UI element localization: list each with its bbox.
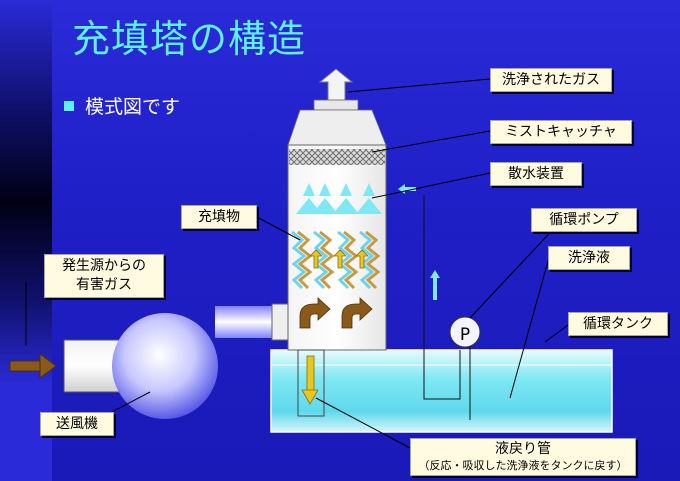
packing-flow-arrows xyxy=(309,249,369,269)
label-circulation-pump: 循環ポンプ xyxy=(531,208,637,232)
packing-material xyxy=(291,230,381,290)
label-sprinkler: 散水装置 xyxy=(490,162,582,186)
label-blower: 送風機 xyxy=(40,412,114,436)
return-pipe xyxy=(297,349,325,417)
label-harmful-gas-line1: 発生源からの xyxy=(62,258,146,274)
label-harmful-gas-line2: 有害ガス xyxy=(76,277,132,293)
subtitle: 模式図です xyxy=(85,96,181,118)
blower-icon xyxy=(112,313,218,419)
label-mist-catcher: ミストキャッチャ xyxy=(490,120,632,144)
pump-symbol: P xyxy=(460,325,470,345)
left-gradient-band xyxy=(0,0,52,481)
exhaust-arrow-icon xyxy=(318,68,354,101)
circulation-tank xyxy=(270,349,613,433)
sprinkler-nozzles xyxy=(296,183,382,214)
inlet-arrow-icon xyxy=(9,353,57,379)
label-return-pipe-note: （反応・吸収した洗浄液をタンクに戻す） xyxy=(418,459,628,472)
mist-catcher-mesh xyxy=(289,149,385,165)
label-return-pipe-title: 液戻り管 xyxy=(495,441,551,457)
pump-icon xyxy=(449,316,481,348)
label-harmful-gas: 発生源からの 有害ガス xyxy=(44,254,164,298)
leader-lines xyxy=(25,78,569,449)
circulation-piping xyxy=(423,195,471,420)
page-title: 充填塔の構造 xyxy=(72,17,307,61)
bullet-icon xyxy=(64,101,74,111)
flow-arrow-icon xyxy=(398,184,440,300)
label-clean-gas: 洗浄されたガス xyxy=(490,68,612,92)
label-wash-liquid: 洗浄液 xyxy=(548,246,630,270)
gas-entry-arrows xyxy=(299,297,373,329)
label-packing: 充填物 xyxy=(181,205,257,229)
label-return-pipe: 液戻り管 （反応・吸収した洗浄液をタンクに戻す） xyxy=(410,438,636,476)
label-circulation-tank: 循環タンク xyxy=(568,312,668,336)
blower-outlet-duct xyxy=(215,306,290,338)
